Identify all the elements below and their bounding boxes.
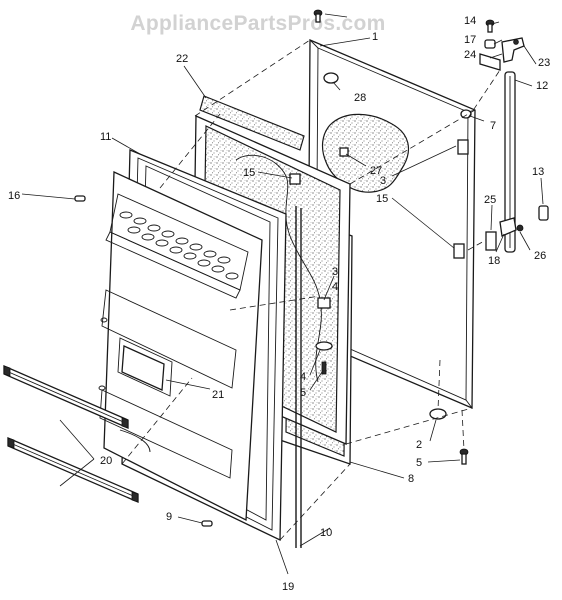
insulation-patch	[321, 113, 410, 193]
callout-2: 2	[416, 439, 422, 451]
hinge-assembly	[453, 19, 549, 259]
callout-12: 12	[536, 80, 548, 92]
callout-18: 18	[488, 255, 500, 267]
callout-20: 20	[100, 455, 112, 467]
dairy-compartment	[121, 345, 165, 391]
callout-17: 17	[464, 34, 476, 46]
callout-16: 16	[8, 190, 20, 202]
callout-21: 21	[212, 389, 224, 401]
door-shelf-bar-lower	[7, 437, 139, 503]
screw	[459, 448, 469, 465]
screw	[485, 19, 495, 33]
callout-27: 27	[370, 165, 382, 177]
callout-19: 19	[282, 581, 294, 593]
callout-9: 9	[166, 511, 172, 523]
callout-8: 8	[408, 473, 414, 485]
screw	[313, 9, 323, 23]
callout-4-upper: 4	[332, 281, 338, 293]
egg-cups	[119, 211, 239, 280]
plug	[323, 72, 339, 84]
callout-22: 22	[176, 53, 188, 65]
leader-lines	[21, 13, 544, 575]
callout-labels: 1 22 11 16 28 27 7 3 15 15 14 17 24 23 1…	[8, 15, 550, 593]
callout-3-lower: 3	[332, 266, 338, 278]
callout-24: 24	[464, 49, 476, 61]
alignment-lines	[121, 39, 501, 541]
watermark-text: AppliancePartsPros.com	[130, 12, 385, 35]
inner-liner	[98, 171, 263, 522]
callout-23: 23	[538, 57, 550, 69]
center-hinge-parts	[74, 9, 469, 527]
callout-7: 7	[490, 120, 496, 132]
door-shelf-bar-upper	[3, 365, 129, 429]
callout-14: 14	[464, 15, 476, 27]
callout-3-upper: 3	[380, 175, 386, 187]
callout-28: 28	[354, 92, 366, 104]
callout-15-upper: 15	[376, 193, 388, 205]
callout-5-lower: 5	[416, 457, 422, 469]
callout-1: 1	[372, 31, 378, 43]
callout-26: 26	[534, 250, 546, 262]
callout-15-lower: 15	[243, 167, 255, 179]
hinge-plug	[460, 109, 472, 119]
callout-11: 11	[100, 131, 111, 143]
callout-5-upper: 5	[300, 387, 306, 399]
callout-4-lower: 4	[300, 371, 306, 383]
callout-10: 10	[320, 527, 332, 539]
callout-13: 13	[532, 166, 544, 178]
callout-25: 25	[484, 194, 496, 206]
